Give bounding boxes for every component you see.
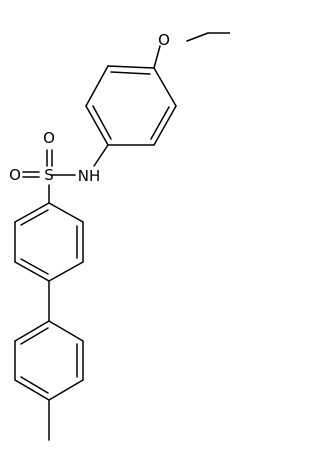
molecule-structure: O O O S NH: [9, 31, 230, 441]
bond-ether-aryl: [153, 45, 161, 69]
bond-ring2-inner: [20, 258, 49, 275]
bond-ring1: [107, 65, 155, 69]
bond-ring1: [85, 65, 109, 107]
bond-ring1: [153, 105, 177, 146]
atom-labels: O O O S NH: [9, 31, 170, 185]
atom-oxygen-sulfonyl-left: O: [9, 166, 21, 184]
atom-oxygen-sulfonyl-top: O: [43, 129, 55, 147]
bond-ethyl-ch2: [186, 32, 209, 42]
bond-ring2: [48, 202, 84, 223]
bond-ring2-inner: [20, 209, 49, 226]
bond-ring1-inner: [92, 105, 112, 140]
bond-ring3: [48, 379, 84, 401]
bond-ring2: [14, 202, 50, 223]
bond-ring2: [48, 261, 84, 282]
bond-ring1-inner: [110, 71, 151, 75]
bond-n-aryl: [93, 144, 109, 167]
bond-ring2: [14, 261, 50, 282]
bond-ring3: [48, 320, 84, 342]
atom-nh: NH: [78, 167, 101, 185]
bond-ring1: [85, 105, 109, 146]
bond-ring3: [14, 379, 50, 401]
bond-ring1: [153, 67, 177, 107]
atom-sulfur: S: [44, 166, 54, 184]
bond-ring3-inner: [20, 327, 49, 345]
bond-ring3-inner: [20, 376, 49, 394]
bonds: [14, 32, 230, 441]
bond-ring3: [14, 320, 50, 342]
bond-ring1-inner: [150, 106, 170, 140]
atom-oxygen-ether: O: [158, 31, 170, 49]
